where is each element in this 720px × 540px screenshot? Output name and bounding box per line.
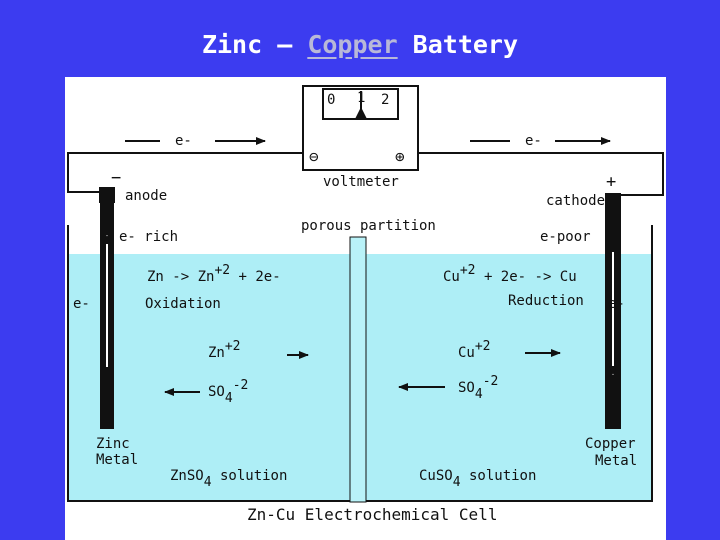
anode-sign: −: [111, 168, 122, 188]
oxidation-equation-charge: +2: [214, 263, 231, 278]
znso4-subscript: 4: [203, 475, 212, 490]
so4-left-charge: -2: [232, 378, 249, 393]
zn-ion-symbol: Zn: [208, 345, 225, 361]
so4-left-label: SO4-2: [208, 378, 248, 406]
cathode-side-electron: e-: [608, 296, 625, 312]
oxidation-equation-a: Zn -> Zn: [147, 269, 215, 285]
cathode-state: e-poor: [540, 229, 591, 245]
partition-label: porous partition: [301, 218, 436, 234]
zn-ion-label: Zn+2: [208, 339, 241, 362]
copper-metal-line1: Copper: [585, 436, 636, 452]
cu-ion-label: Cu+2: [458, 339, 491, 362]
cuso4-subscript: 4: [452, 475, 461, 490]
oxidation-equation-b: + 2e-: [230, 269, 281, 285]
meter-scale-0: 0: [327, 92, 336, 108]
reduction-equation-charge: +2: [459, 263, 476, 278]
znso4-solution-label: ZnSO4 solution: [170, 468, 288, 490]
anode-terminal: [99, 187, 115, 203]
cell-diagram-drawing: [67, 85, 664, 503]
cathode-sign: +: [606, 172, 617, 192]
wire-electron-right: e-: [525, 133, 542, 149]
title-part-copper: Copper: [307, 30, 398, 59]
anode-label: anode: [125, 188, 168, 204]
oxidation-label: Oxidation: [145, 296, 221, 312]
porous-partition: [349, 236, 367, 503]
cathode-terminal: [605, 193, 621, 209]
so4-right-symbol: SO: [458, 380, 475, 396]
anode-state: e- rich: [119, 229, 179, 245]
zn-ion-charge: +2: [224, 339, 241, 354]
znso4-formula: ZnSO: [170, 468, 204, 484]
zinc-metal-line2: Metal: [96, 452, 139, 468]
voltmeter-pivot: [355, 107, 367, 119]
meter-plus-terminal: ⊕: [395, 147, 405, 166]
zinc-metal-line1: Zinc: [96, 436, 130, 452]
title-part-zinc: Zinc –: [201, 30, 308, 59]
cu-ion-charge: +2: [474, 339, 491, 354]
diagram-caption: Zn-Cu Electrochemical Cell: [247, 505, 498, 524]
reduction-label: Reduction: [508, 293, 584, 309]
oxidation-equation: Zn -> Zn+2 + 2e-: [147, 263, 281, 286]
title-part-battery: Battery: [397, 30, 519, 59]
cell-diagram: 0 1 2 ⊖ ⊕ voltmeter e- e- − anode e- ric…: [65, 77, 666, 540]
meter-scale-2: 2: [381, 92, 390, 108]
cu-ion-symbol: Cu: [458, 345, 475, 361]
so4-right-charge: -2: [482, 374, 499, 389]
wire-electron-left: e-: [175, 133, 192, 149]
reduction-equation: Cu+2 + 2e- -> Cu: [443, 263, 577, 286]
copper-metal-line2: Metal: [595, 453, 638, 469]
so4-right-label: SO4-2: [458, 374, 498, 402]
meter-minus-terminal: ⊖: [309, 147, 319, 166]
so4-right-subscript: 4: [474, 387, 483, 402]
slide-title: Zinc – Copper Battery: [0, 30, 720, 59]
znso4-word: solution: [211, 468, 288, 484]
meter-scale-1: 1: [357, 90, 366, 106]
cuso4-formula: CuSO: [419, 468, 453, 484]
so4-left-symbol: SO: [208, 384, 225, 400]
anode-side-electron: e-: [73, 296, 90, 312]
voltmeter-label: voltmeter: [323, 174, 399, 190]
so4-left-subscript: 4: [224, 391, 233, 406]
cuso4-word: solution: [460, 468, 537, 484]
cuso4-solution-label: CuSO4 solution: [419, 468, 537, 490]
reduction-equation-a: Cu: [443, 269, 460, 285]
reduction-equation-b: + 2e- -> Cu: [475, 269, 577, 285]
cathode-label: cathode: [546, 193, 606, 209]
